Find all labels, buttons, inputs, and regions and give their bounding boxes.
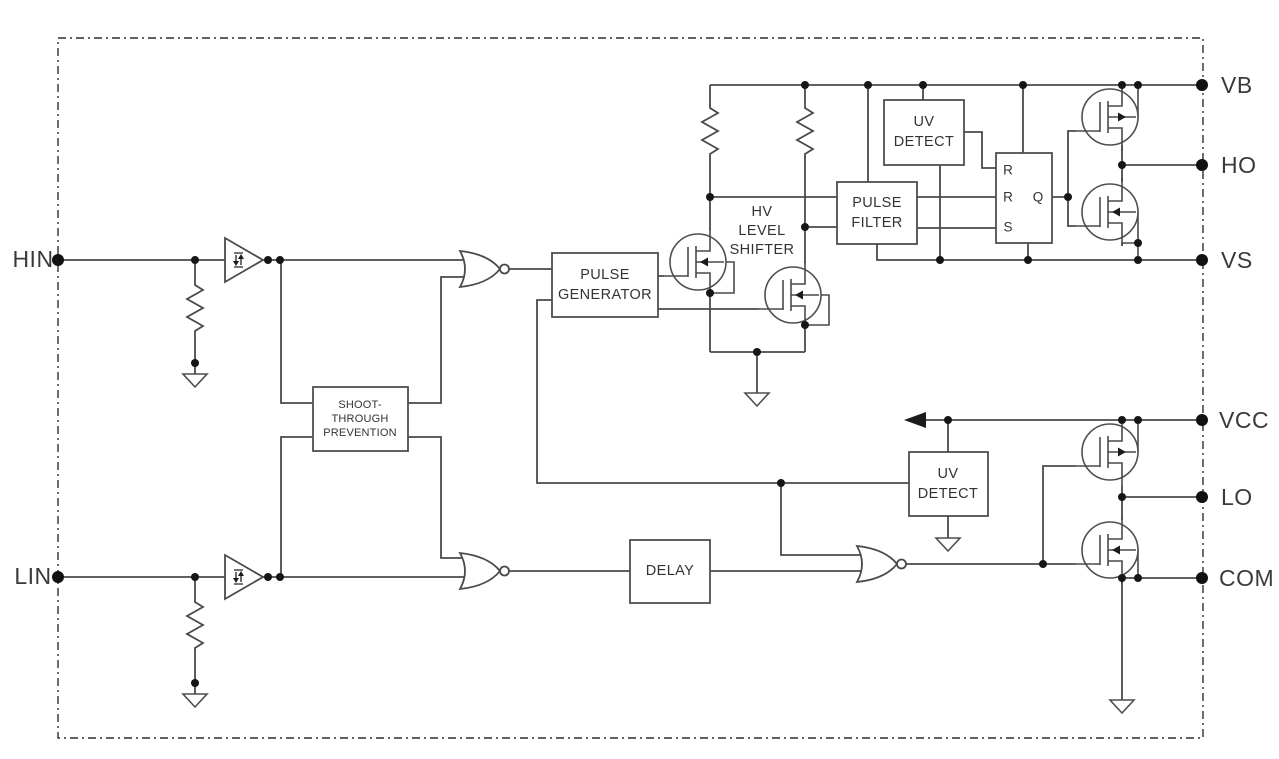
level-shift-resistor-1 bbox=[700, 85, 720, 197]
level-shift-resistor-2 bbox=[795, 85, 815, 227]
latch-output-q-label: Q bbox=[1033, 190, 1044, 205]
block-label: LEVEL bbox=[738, 223, 785, 239]
block-uv-detect-low: UV DETECT bbox=[908, 451, 989, 517]
block-label: GENERATOR bbox=[558, 287, 652, 303]
block-label: UV bbox=[914, 114, 935, 130]
pin-label-ho: HO bbox=[1221, 152, 1257, 178]
lin-pulldown-resistor bbox=[185, 577, 205, 694]
pin-vs bbox=[1196, 254, 1208, 266]
block-label: PULSE bbox=[852, 195, 902, 211]
junction-dots bbox=[191, 81, 1142, 687]
pin-label-vs: VS bbox=[1221, 247, 1253, 273]
pin-lin bbox=[52, 571, 64, 583]
block-label: SHOOT- bbox=[338, 399, 382, 411]
ho-output-pmos-icon bbox=[1075, 82, 1139, 152]
pin-label-vb: VB bbox=[1221, 72, 1253, 98]
ho-output-nmos-icon bbox=[1075, 177, 1139, 247]
block-label: HV bbox=[752, 204, 773, 220]
vcc-feed-arrow-icon bbox=[904, 412, 926, 428]
vs-rail bbox=[876, 244, 1202, 261]
block-uv-detect-high: UV DETECT bbox=[883, 99, 965, 166]
block-label: DETECT bbox=[918, 486, 978, 502]
label-hv-level-shifter: HV LEVEL SHIFTER bbox=[730, 204, 795, 258]
nor-gate-low-side-icon bbox=[459, 552, 510, 590]
ground-icon-hin bbox=[182, 373, 208, 388]
wires-input-section bbox=[58, 259, 468, 694]
block-label: PULSE bbox=[580, 267, 630, 283]
pin-labels: HIN LIN VB HO VS VCC LO COM bbox=[12, 72, 1274, 591]
block-pulse-filter: PULSE FILTER bbox=[836, 181, 918, 245]
pin-com bbox=[1196, 572, 1208, 584]
pin-label-hin: HIN bbox=[12, 246, 53, 272]
pin-label-lin: LIN bbox=[14, 563, 51, 589]
pin-vcc bbox=[1196, 414, 1208, 426]
pin-lo bbox=[1196, 491, 1208, 503]
pin-label-com: COM bbox=[1219, 565, 1274, 591]
lo-output-pmos-icon bbox=[1075, 417, 1139, 487]
latch-input-r1-label: R bbox=[1003, 163, 1013, 178]
schmitt-buffer-lin-icon bbox=[224, 554, 264, 600]
ground-icon-com bbox=[1109, 699, 1135, 714]
latch-input-s-label: S bbox=[1003, 220, 1012, 235]
block-rs-latch: R R S Q bbox=[995, 152, 1053, 244]
block-label: SHIFTER bbox=[730, 242, 795, 258]
block-label: DETECT bbox=[894, 134, 954, 150]
ground-icon-uv-detect-low bbox=[935, 537, 961, 552]
block-pulse-generator: PULSE GENERATOR bbox=[551, 252, 659, 318]
block-delay: DELAY bbox=[629, 539, 711, 604]
block-shoot-through-prevention: SHOOT- THROUGH PREVENTION bbox=[312, 386, 409, 452]
block-label: PREVENTION bbox=[323, 427, 397, 439]
ground-icon-lin bbox=[182, 693, 208, 708]
hin-pulldown-resistor bbox=[185, 260, 205, 374]
wires-level-shifter bbox=[658, 85, 837, 393]
block-label: THROUGH bbox=[331, 413, 388, 425]
level-shift-mosfet-1-icon bbox=[663, 227, 727, 297]
lo-output-nmos-icon bbox=[1075, 515, 1139, 585]
pin-vb bbox=[1196, 79, 1208, 91]
block-label: UV bbox=[938, 466, 959, 482]
ground-icon-level-shifter bbox=[744, 392, 770, 407]
pin-label-vcc: VCC bbox=[1219, 407, 1269, 433]
pin-terminals bbox=[52, 79, 1208, 584]
pin-label-lo: LO bbox=[1221, 484, 1253, 510]
com-rail bbox=[1121, 577, 1202, 700]
block-label: DELAY bbox=[646, 563, 694, 579]
schmitt-buffer-hin-icon bbox=[224, 237, 264, 283]
nor-gate-lo-driver-icon bbox=[856, 545, 907, 583]
nor-gate-high-side-icon bbox=[459, 250, 510, 288]
ic-boundary-dashed-border bbox=[57, 37, 1204, 739]
block-label: FILTER bbox=[851, 215, 902, 231]
level-shift-mosfet-2-icon bbox=[758, 260, 822, 330]
latch-input-r2-label: R bbox=[1003, 190, 1013, 205]
wires-logic-section bbox=[509, 268, 1076, 572]
pin-hin bbox=[52, 254, 64, 266]
pin-ho bbox=[1196, 159, 1208, 171]
